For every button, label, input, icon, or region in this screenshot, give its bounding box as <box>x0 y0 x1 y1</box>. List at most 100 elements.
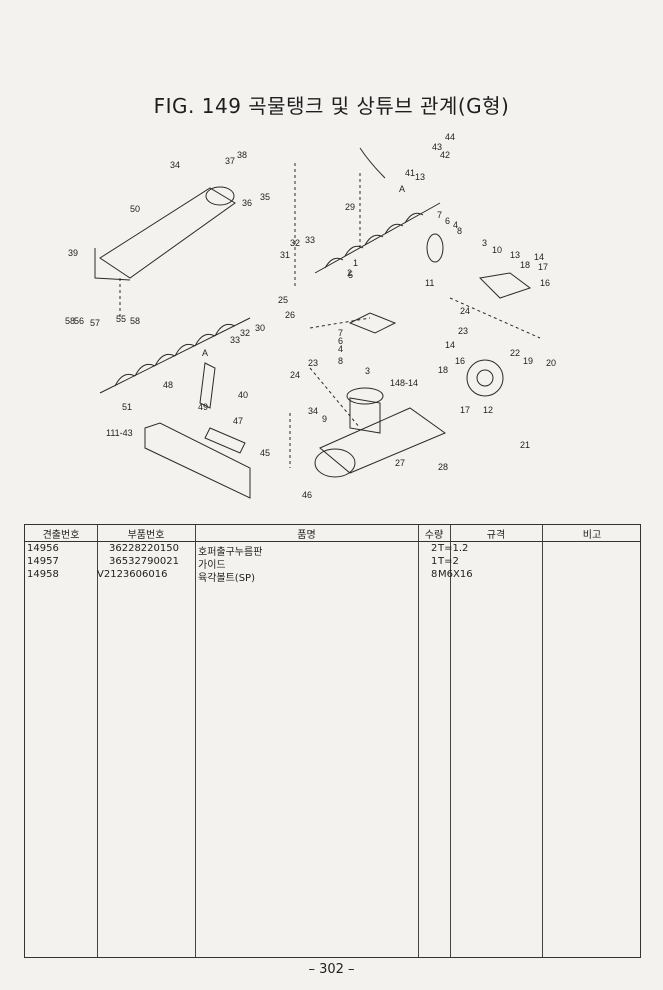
part-callout: 148-14 <box>390 378 418 388</box>
part-callout: 7 <box>338 328 343 338</box>
cell-index: 14958 <box>27 569 59 580</box>
cell-qty: 1 <box>431 556 438 567</box>
part-callout: 58 <box>65 316 75 326</box>
part-callout: 6 <box>338 336 343 346</box>
header-qty: 수량 <box>424 530 444 541</box>
part-callout: 21 <box>520 440 530 450</box>
part-callout: 31 <box>280 250 290 260</box>
part-callout: 34 <box>170 160 180 170</box>
part-callout: 32 <box>240 328 250 338</box>
part-callout: 3 <box>365 366 370 376</box>
table-row: 14956 36228220150 호퍼출구누름판 2 T=1.2 <box>25 543 640 558</box>
col-part-no <box>97 525 196 957</box>
part-callout: 41 <box>405 168 415 178</box>
part-callout: 17 <box>460 405 470 415</box>
part-callout: 18 <box>438 365 448 375</box>
part-callout: 28 <box>438 462 448 472</box>
cell-name: 육각볼트(SP) <box>198 573 255 584</box>
col-name <box>195 525 419 957</box>
header-remark: 비고 <box>582 530 602 541</box>
part-callout: 49 <box>198 402 208 412</box>
table-row: 14957 36532790021 가이드 1 T=2 <box>25 556 640 571</box>
part-callout: 4 <box>453 220 458 230</box>
part-callout: 57 <box>90 318 100 328</box>
part-callout: 10 <box>492 245 502 255</box>
part-callout: 8 <box>457 226 462 236</box>
cell-spec: T=2 <box>438 556 459 567</box>
part-callout: 46 <box>302 490 312 500</box>
part-callout: 36 <box>242 198 252 208</box>
part-callout: 24 <box>460 306 470 316</box>
page-number: – 302 – <box>308 962 355 977</box>
part-callout: 27 <box>395 458 405 468</box>
part-callout: 1 <box>353 258 358 268</box>
part-callout: 45 <box>260 448 270 458</box>
part-callout: 48 <box>163 380 173 390</box>
part-callout: A <box>202 348 208 358</box>
header-spec: 규격 <box>486 530 506 541</box>
part-callout: 39 <box>68 248 78 258</box>
part-callout: 3 <box>482 238 487 248</box>
part-callout: 13 <box>415 172 425 182</box>
part-callout: 33 <box>305 235 315 245</box>
header-part-no: 부품번호 <box>127 530 165 541</box>
part-callout: 16 <box>455 356 465 366</box>
part-callout: 17 <box>538 262 548 272</box>
part-callout: 42 <box>440 150 450 160</box>
part-callout: 11 <box>425 278 434 288</box>
part-callout: 111-43 <box>106 428 133 438</box>
part-callout: 25 <box>278 295 288 305</box>
part-callout: 14 <box>445 340 455 350</box>
cell-part-no: 36228220150 <box>109 543 179 554</box>
cell-index: 14956 <box>27 543 59 554</box>
cell-part-no: V2123606016 <box>97 569 168 580</box>
table-header: 견출번호 부품번호 품명 수량 규격 비고 <box>25 525 640 542</box>
cell-name: 호퍼출구누름판 <box>198 547 263 558</box>
part-callout: A <box>399 184 405 194</box>
part-callout: 33 <box>230 335 240 345</box>
part-callout: 12 <box>483 405 493 415</box>
part-callout: 30 <box>255 323 265 333</box>
part-callout: 2 <box>347 268 352 278</box>
part-callout: 38 <box>237 150 247 160</box>
part-callout: 58 <box>130 316 140 326</box>
part-callout: 56 <box>74 316 84 326</box>
part-callout: 5 <box>348 270 353 280</box>
part-callout: 18 <box>520 260 530 270</box>
part-callout: 51 <box>122 402 132 412</box>
col-qty <box>418 525 451 957</box>
part-callout: 7 <box>437 210 442 220</box>
parts-table: 견출번호 부품번호 품명 수량 규격 비고 14956 36228220150 … <box>24 524 641 958</box>
part-callout: 4 <box>338 344 343 354</box>
cell-qty: 2 <box>431 543 438 554</box>
part-callout: 8 <box>338 356 343 366</box>
part-callout: 43 <box>432 142 442 152</box>
cell-qty: 8 <box>431 569 438 580</box>
cell-name: 가이드 <box>198 560 226 571</box>
part-callout: 29 <box>345 202 355 212</box>
part-callout: 13 <box>510 250 520 260</box>
part-callout: 26 <box>285 310 295 320</box>
part-callout: 14 <box>534 252 544 262</box>
table-row: 14958 V2123606016 육각볼트(SP) 8 M6X16 <box>25 569 640 584</box>
cell-index: 14957 <box>27 556 59 567</box>
part-callout: 35 <box>260 192 270 202</box>
header-name: 품명 <box>297 530 316 541</box>
part-callout: 16 <box>540 278 550 288</box>
part-callout: 34 <box>308 406 318 416</box>
col-index <box>25 525 98 957</box>
part-callout: 19 <box>523 356 533 366</box>
cell-spec: T=1.2 <box>438 543 469 554</box>
part-callout: 6 <box>445 216 450 226</box>
part-callout: 23 <box>308 358 318 368</box>
part-callout: 44 <box>445 132 455 142</box>
col-spec <box>450 525 543 957</box>
header-index: 견출번호 <box>42 530 80 541</box>
part-callout: 47 <box>233 416 243 426</box>
part-callout: 40 <box>238 390 248 400</box>
part-callout: 37 <box>225 156 235 166</box>
part-callout: 20 <box>546 358 556 368</box>
part-callout: 23 <box>458 326 468 336</box>
